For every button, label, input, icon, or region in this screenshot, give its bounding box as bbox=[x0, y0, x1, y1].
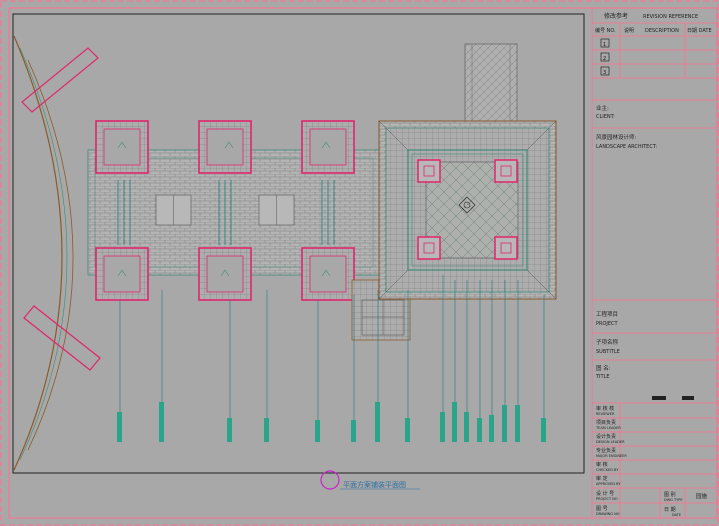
signature-role-cn: 审 核 核 bbox=[596, 405, 614, 412]
phase-label-en: DWG TYPE bbox=[664, 498, 683, 502]
plaza-corner-planter-nw bbox=[417, 159, 441, 183]
planter-top-1 bbox=[95, 120, 149, 174]
drawing-caption: 平面方案铺装平面图 bbox=[343, 480, 406, 489]
date-label-en: DATE bbox=[672, 513, 681, 517]
svg-text:1: 1 bbox=[603, 42, 606, 48]
phase-label-cn: 图 别 bbox=[664, 491, 676, 498]
phase-value: 园施 bbox=[696, 492, 708, 500]
plaza-corner-planter-ne bbox=[494, 159, 518, 183]
plaza-corner-planter-se bbox=[494, 236, 518, 260]
architect-label-en: LANDSCAPE ARCHITECT: bbox=[596, 144, 657, 150]
signature-role-en: MAJOR ENGINEER bbox=[596, 454, 627, 458]
diagonal-bench-bottom bbox=[23, 305, 101, 371]
signature-role-en: DRAWING NO bbox=[596, 512, 620, 516]
signature-role-cn: 专业负责 bbox=[596, 447, 616, 454]
diagonal-bench-top bbox=[21, 47, 99, 113]
signature-role-cn: 图 号 bbox=[596, 506, 608, 512]
revision-header-en: REVISION REFERENCE bbox=[643, 14, 698, 20]
planter-bottom-2 bbox=[198, 247, 252, 301]
signature-role-en: TEAM LEADER bbox=[595, 426, 621, 430]
signature-role-cn: 审 定 bbox=[596, 475, 608, 482]
revision-col-desc-en: DESCRIPTION bbox=[645, 28, 679, 34]
project-label-cn: 工程项目 bbox=[596, 310, 618, 318]
plaza-square bbox=[378, 120, 557, 300]
title-label-cn: 图 名: bbox=[596, 364, 611, 372]
curved-edge-inner bbox=[27, 59, 74, 451]
caption-marker-circle bbox=[320, 470, 340, 490]
title-label-en: TITLE bbox=[595, 374, 610, 380]
planter-bottom-1 bbox=[95, 247, 149, 301]
svg-text:2: 2 bbox=[603, 56, 606, 62]
plaza-corner-planter-sw bbox=[417, 236, 441, 260]
subtitle-label-cn: 子项名称 bbox=[596, 338, 619, 346]
client-label-cn: 业主: bbox=[596, 104, 609, 112]
signature-role-cn: 设 计 号 bbox=[596, 490, 614, 497]
svg-text:3: 3 bbox=[603, 70, 606, 76]
revision-row-3: 3 bbox=[600, 66, 610, 76]
planter-bottom-3 bbox=[301, 247, 355, 301]
signature-role-en: CHECKED BY bbox=[596, 468, 619, 472]
project-label-en: PROJECT bbox=[596, 321, 619, 327]
revision-col-no: 编号 NO. bbox=[595, 27, 616, 34]
client-label-en: CLIENT: bbox=[596, 114, 615, 120]
curved-edge-outer bbox=[13, 35, 63, 471]
revision-header: 修改参考 bbox=[604, 12, 628, 20]
signature-role-en: PROJECT NO bbox=[596, 497, 618, 501]
signature-role-en: DESIGN LEADER bbox=[596, 440, 625, 444]
title-block: 修改参考 REVISION REFERENCE 编号 NO. 说明 DESCRI… bbox=[591, 8, 717, 518]
signature-role-cn: 审 核 bbox=[596, 461, 608, 468]
title-stamp-bar bbox=[652, 396, 694, 400]
revision-col-desc-cn: 说明 bbox=[624, 27, 634, 34]
signature-role-cn: 项目负责 bbox=[596, 419, 616, 426]
north-path bbox=[464, 43, 518, 123]
paving-plan: 平面方案铺装平面图 bbox=[13, 35, 557, 490]
planter-top-2 bbox=[198, 120, 252, 174]
architect-label-cn: 风景园林设计师: bbox=[596, 133, 637, 141]
planter-top-3 bbox=[301, 120, 355, 174]
signature-role-cn: 设计负责 bbox=[596, 433, 616, 440]
sheet-inner-frame bbox=[8, 7, 718, 519]
drawing-area-border bbox=[12, 13, 585, 474]
revision-row-2: 2 bbox=[600, 52, 610, 62]
subtitle-label-en: SUBTITLE bbox=[596, 349, 620, 355]
revision-col-date: 日期 DATE bbox=[687, 28, 712, 34]
signature-role-en: REVIEWER bbox=[596, 412, 615, 416]
annotation-labels bbox=[117, 402, 546, 442]
signature-role-en: APPROVED BY bbox=[596, 482, 621, 486]
revision-row-1: 1 bbox=[600, 38, 610, 48]
plaza-medallion bbox=[458, 196, 476, 214]
date-label-cn: 日 期 bbox=[664, 507, 676, 513]
